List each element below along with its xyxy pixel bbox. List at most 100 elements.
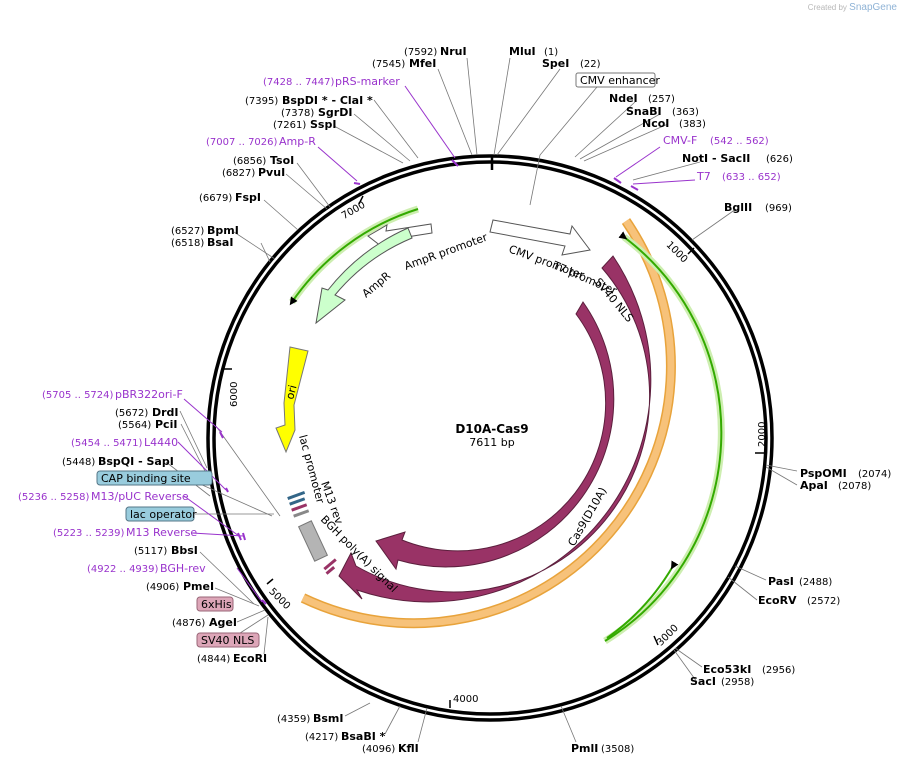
feature-box-cmv-enhancer[interactable] bbox=[575, 72, 656, 88]
primer-m13-puc-reverse[interactable]: M13/pUC Reverse bbox=[91, 490, 189, 503]
primer-amp-r[interactable]: Amp-R bbox=[279, 135, 316, 148]
ori-label: ori bbox=[283, 384, 299, 401]
plasmid-length: 7611 bp bbox=[469, 436, 514, 449]
enzyme-pmei[interactable]: PmeI bbox=[183, 580, 214, 593]
primer-pos-l4440: (5454 .. 5471) bbox=[71, 438, 143, 449]
primer-pos-cmv-f: (542 .. 562) bbox=[710, 136, 769, 147]
enzyme-pos-ndei: (257) bbox=[648, 94, 675, 105]
enzyme-pos-ecori: (4844) bbox=[197, 654, 230, 665]
enzyme-ncoi[interactable]: NcoI bbox=[642, 117, 669, 130]
cmv-promoter-arrow[interactable] bbox=[489, 219, 591, 256]
enzyme-pspomi[interactable]: PspOMI bbox=[800, 467, 847, 480]
his-tag-mark[interactable] bbox=[325, 566, 336, 575]
enzyme-apai[interactable]: ApaI bbox=[800, 479, 828, 492]
enzyme-fspi[interactable]: FspI bbox=[235, 191, 261, 204]
enzyme-pos-mfei: (7545) bbox=[372, 59, 405, 70]
ampr-feature-arrow[interactable] bbox=[315, 227, 413, 325]
enzyme-ecori[interactable]: EcoRI bbox=[233, 652, 267, 665]
feature-6xhis-label: 6xHis bbox=[201, 598, 232, 611]
ori-feature-arrow[interactable] bbox=[275, 346, 309, 454]
enzyme-sspi[interactable]: SspI bbox=[310, 118, 336, 131]
enzyme-pos-sspi: (7261) bbox=[273, 120, 306, 131]
enzyme-pos-bbsi: (5117) bbox=[134, 546, 167, 557]
enzyme-bpmi[interactable]: BpmI bbox=[207, 224, 239, 237]
nls-mark[interactable] bbox=[323, 558, 337, 571]
enzyme-drdi[interactable]: DrdI bbox=[152, 406, 179, 419]
cas9-feature-arrow[interactable] bbox=[338, 255, 652, 603]
enzyme-pos-pcii: (5564) bbox=[118, 420, 151, 431]
enzyme-bbsi[interactable]: BbsI bbox=[171, 544, 198, 557]
ampr-label: AmpR bbox=[360, 269, 394, 300]
enzyme-bglii[interactable]: BglII bbox=[724, 201, 752, 214]
primer-prs-marker[interactable]: pRS-marker bbox=[335, 75, 400, 88]
primer-m13-reverse[interactable]: M13 Reverse bbox=[126, 526, 197, 539]
primer-cmv-f[interactable]: CMV-F bbox=[663, 134, 697, 147]
cap-binding-site-mark[interactable] bbox=[287, 490, 306, 500]
enzyme-pmli[interactable]: PmlI bbox=[571, 742, 598, 755]
primer-t7[interactable]: T7 bbox=[696, 170, 711, 183]
enzyme-pos-snabi: (363) bbox=[672, 107, 699, 118]
enzyme-nrui[interactable]: NruI bbox=[440, 45, 467, 58]
enzyme-pos-ecorv: (2572) bbox=[807, 596, 840, 607]
primer-pos-pbr322ori-f: (5705 .. 5724) bbox=[42, 390, 114, 401]
enzyme-eco53ki[interactable]: Eco53kI bbox=[703, 663, 751, 676]
enzyme-agei[interactable]: AgeI bbox=[209, 616, 237, 629]
primer-bgh-rev[interactable]: BGH-rev bbox=[160, 562, 206, 575]
enzyme-mfei[interactable]: MfeI bbox=[409, 57, 436, 70]
feature-box-lac-operator[interactable] bbox=[125, 506, 195, 522]
primer-leader-lines bbox=[177, 85, 696, 603]
enzyme-pos-kfli: (4096) bbox=[362, 744, 395, 755]
enzyme-mlui[interactable]: MluI bbox=[509, 45, 536, 58]
backbone-inner-strand bbox=[212, 160, 768, 716]
enzyme-ecorv[interactable]: EcoRV bbox=[758, 594, 797, 607]
enzyme-pvui[interactable]: PvuI bbox=[258, 166, 285, 179]
enzyme-bsmi[interactable]: BsmI bbox=[313, 712, 344, 725]
enzyme-pos-nrui: (7592) bbox=[404, 47, 437, 58]
enzyme-bspdi-clai[interactable]: BspDI * - ClaI * bbox=[282, 94, 373, 107]
watermark-text: Created by bbox=[807, 3, 847, 12]
primer-l4440[interactable]: L4440 bbox=[144, 436, 178, 449]
enzyme-pos-apai: (2078) bbox=[838, 481, 871, 492]
primer-pbr322ori-f[interactable]: pBR322ori-F bbox=[115, 388, 183, 401]
enzyme-kfli[interactable]: KflI bbox=[398, 742, 419, 755]
primer-pos-m13-puc-reverse: (5236 .. 5258) bbox=[18, 492, 90, 503]
feature-box-sv40-nls[interactable] bbox=[196, 632, 260, 648]
enzyme-noti-sacii[interactable]: NotI - SacII bbox=[682, 152, 750, 165]
feature-box-6xhis[interactable] bbox=[196, 596, 234, 612]
tick-label-4000: 4000 bbox=[453, 694, 478, 705]
enzyme-ndei[interactable]: NdeI bbox=[609, 92, 638, 105]
primer-pos-t7: (633 .. 652) bbox=[722, 172, 781, 183]
enzyme-snabi[interactable]: SnaBI bbox=[626, 105, 662, 118]
enzyme-pos-bsai: (6518) bbox=[171, 238, 204, 249]
cas9-d10a-feature-arrow[interactable] bbox=[375, 301, 615, 571]
cas9-label: Cas9 bbox=[638, 551, 663, 581]
enzyme-bsabi[interactable]: BsaBI * bbox=[341, 730, 386, 743]
enzyme-pos-pspomi: (2074) bbox=[858, 469, 891, 480]
enzyme-pcii[interactable]: PciI bbox=[155, 418, 177, 431]
orf-band bbox=[301, 219, 675, 627]
bgh-polya-feature[interactable] bbox=[297, 520, 329, 562]
lac-operator-mark[interactable] bbox=[289, 497, 306, 506]
enzyme-tsoi[interactable]: TsoI bbox=[270, 154, 294, 167]
tick-label-5000: 5000 bbox=[266, 586, 292, 612]
enzyme-pasi[interactable]: PasI bbox=[768, 575, 794, 588]
ampr-promoter-label: AmpR promoter bbox=[403, 231, 490, 273]
sv40-nls-mark[interactable] bbox=[291, 503, 308, 512]
enzyme-pos-pmli: (3508) bbox=[601, 744, 634, 755]
enzyme-spei[interactable]: SpeI bbox=[542, 57, 569, 70]
primer-pos-m13-reverse: (5223 .. 5239) bbox=[53, 528, 125, 539]
enzyme-bspqi-sapi[interactable]: BspQI - SapI bbox=[98, 455, 174, 468]
feature-lac-operator-label: lac operator bbox=[130, 508, 197, 521]
enzyme-pos-mlui: (1) bbox=[544, 47, 558, 58]
tick-mark-3000 bbox=[653, 635, 659, 646]
enzyme-sgrdi[interactable]: SgrDI bbox=[318, 106, 352, 119]
snapgene-logo-text: SnapGene bbox=[849, 2, 897, 13]
enzyme-pos-pvui: (6827) bbox=[222, 168, 255, 179]
enzyme-pos-noti: (626) bbox=[766, 154, 793, 165]
enzyme-saci[interactable]: SacI bbox=[690, 675, 716, 688]
lac-promoter-mark[interactable] bbox=[293, 509, 310, 518]
feature-box-cap-binding-site[interactable] bbox=[96, 470, 213, 486]
enzyme-bsai[interactable]: BsaI bbox=[207, 236, 233, 249]
tick-mark-5000 bbox=[266, 578, 274, 585]
